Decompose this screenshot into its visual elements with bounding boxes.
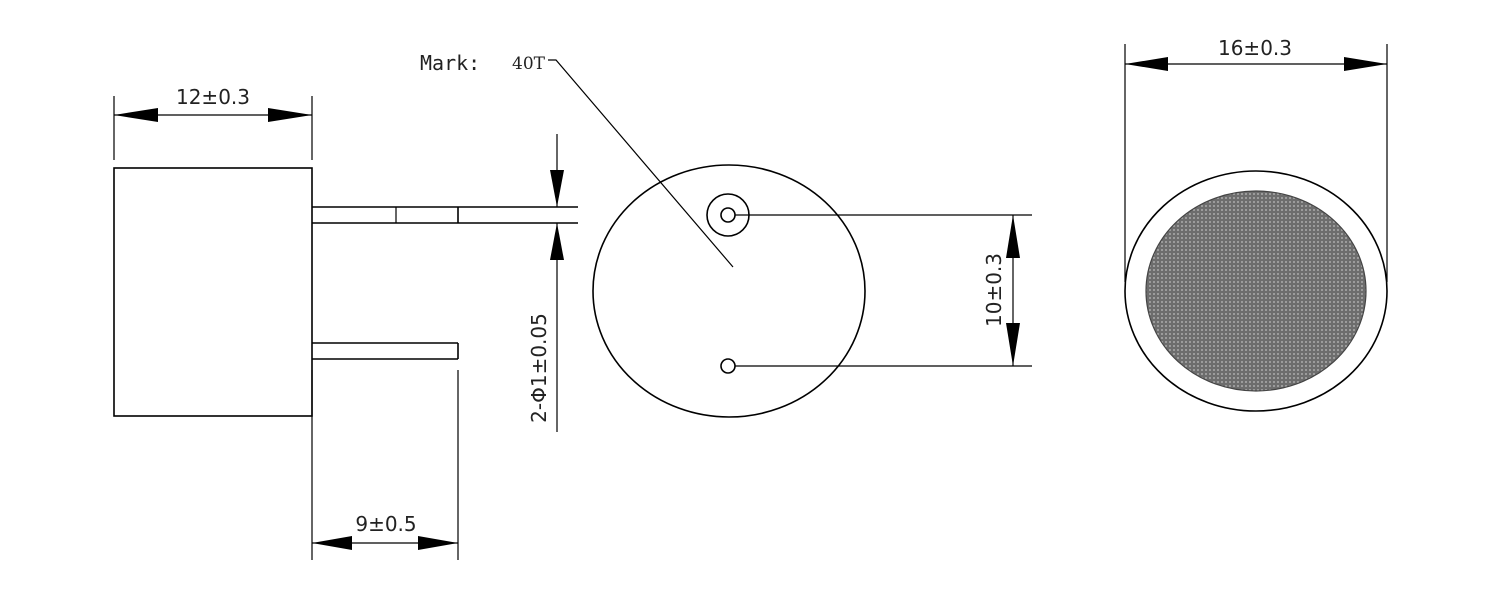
body-width-dimension: 12±0.3 bbox=[113, 85, 313, 160]
mark-leader: Mark: 40T bbox=[420, 51, 734, 268]
pin-length-dimension: 9±0.5 bbox=[311, 370, 459, 560]
sensor-body-side bbox=[113, 167, 313, 417]
sensor-mesh-grille bbox=[1145, 190, 1367, 392]
pin-spacing-dimension: 10±0.3 bbox=[735, 214, 1032, 367]
mark-label: Mark: bbox=[420, 51, 480, 75]
diameter-dimension: 16±0.3 bbox=[1124, 36, 1388, 282]
mark-value: 40T bbox=[512, 54, 546, 74]
pin-1-hole bbox=[720, 207, 736, 223]
sensor-body-top bbox=[592, 164, 866, 418]
upper-pin bbox=[312, 206, 578, 224]
front-view: 16±0.3 bbox=[1124, 36, 1388, 412]
pin-diameter-dimension: 2-Φ1±0.05 bbox=[527, 134, 564, 432]
pin-spacing-label: 10±0.3 bbox=[982, 253, 1006, 327]
pin-length-label: 9±0.5 bbox=[355, 512, 416, 536]
body-width-label: 12±0.3 bbox=[176, 85, 250, 109]
diameter-label: 16±0.3 bbox=[1218, 36, 1292, 60]
lower-pin bbox=[312, 342, 459, 360]
side-view: 12±0.3 9±0.5 2-Φ1±0.05 bbox=[113, 85, 578, 560]
top-view: Mark: 40T 10±0.3 bbox=[420, 51, 1032, 418]
sensor-outer-rim bbox=[1124, 170, 1388, 412]
pin-diameter-label: 2-Φ1±0.05 bbox=[527, 313, 551, 423]
pin-2-hole bbox=[720, 358, 736, 374]
